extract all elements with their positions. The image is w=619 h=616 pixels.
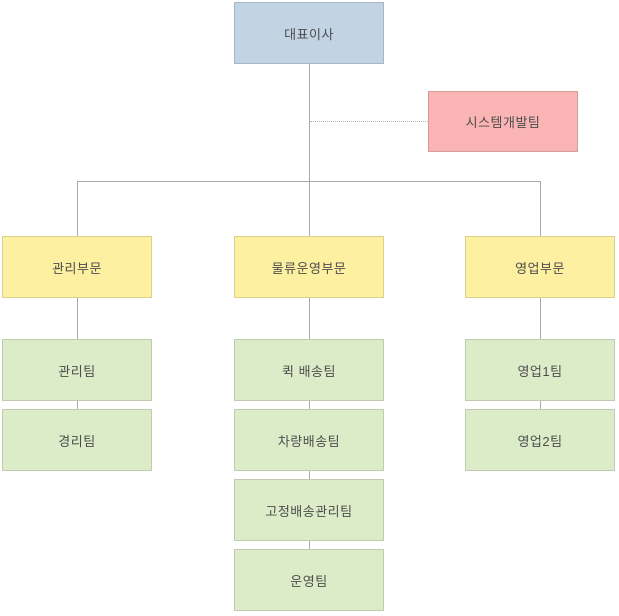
org-node-logistics-operations-division: 물류운영부문 [234, 236, 384, 298]
connector-col2-team-team-1 [309, 401, 310, 409]
org-node-accounting-team: 경리팀 [2, 409, 152, 471]
connector-col2-division-team [309, 298, 310, 339]
connector-ceo-vertical [309, 64, 310, 181]
connector-col3-division-team [540, 298, 541, 339]
org-node-sales-division: 영업부문 [465, 236, 615, 298]
org-node-vehicle-delivery-team: 차량배송팀 [234, 409, 384, 471]
connector-col1-team-team [77, 401, 78, 409]
org-node-management-team: 관리팀 [2, 339, 152, 401]
connector-division-1-drop [77, 181, 78, 236]
connector-staff-dotted [310, 121, 428, 122]
connector-col1-division-team [77, 298, 78, 339]
connector-division-3-drop [540, 181, 541, 236]
org-node-ceo: 대표이사 [234, 2, 384, 64]
org-node-sales-team-2: 영업2팀 [465, 409, 615, 471]
org-node-fixed-delivery-management-team: 고정배송관리팀 [234, 479, 384, 541]
org-node-sales-team-1: 영업1팀 [465, 339, 615, 401]
org-node-quick-delivery-team: 퀵 배송팀 [234, 339, 384, 401]
org-node-system-dev-team: 시스템개발팀 [428, 91, 578, 152]
org-node-management-division: 관리부문 [2, 236, 152, 298]
connector-col2-team-team-2 [309, 471, 310, 479]
connector-division-2-drop [309, 181, 310, 236]
connector-col2-team-team-3 [309, 541, 310, 549]
connector-col3-team-team [540, 401, 541, 409]
org-node-operations-team: 운영팀 [234, 549, 384, 611]
